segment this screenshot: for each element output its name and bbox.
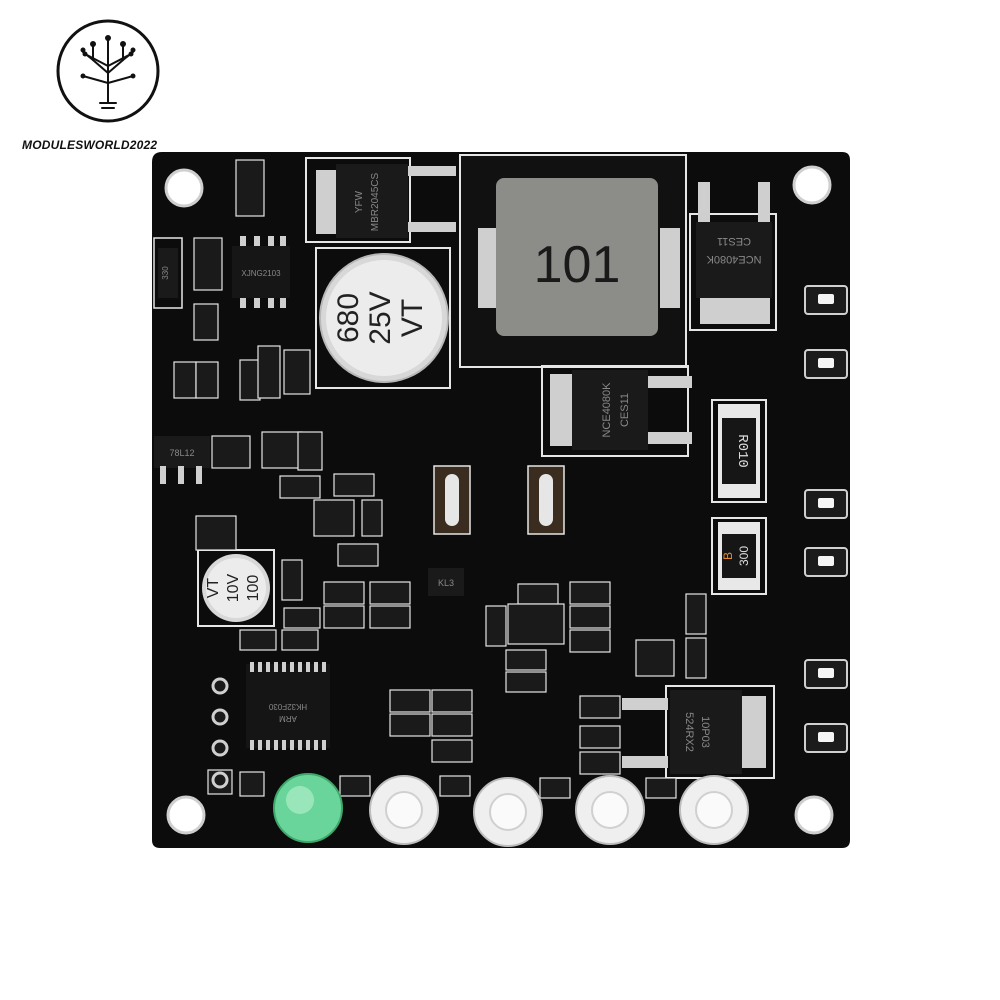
mosfet-mid-marking: NCE4080K xyxy=(601,382,613,438)
mosfet-top-marking-2: CES11 xyxy=(717,235,751,247)
led-indicators xyxy=(273,773,749,847)
cap-100-line3: VT xyxy=(205,578,222,599)
header-pins xyxy=(211,677,229,789)
board-slots xyxy=(433,465,565,535)
diode-marking: MBR2045CS xyxy=(370,172,381,231)
resistor-300: B 300 xyxy=(711,517,767,595)
small-chip: KL3 xyxy=(428,568,464,596)
regulator-marking: 78L12 xyxy=(169,448,194,458)
inductor: 101 xyxy=(459,154,687,368)
resistor-330-marking: 330 xyxy=(161,266,170,280)
ic-small: XJNG2103 xyxy=(232,236,290,308)
resistor-330: 330 xyxy=(153,237,183,309)
cap-680-line3: VT xyxy=(396,299,429,337)
capacitor-100uf: 100 10V VT xyxy=(197,549,275,627)
mounting-holes xyxy=(164,165,834,835)
mosfet-top: NCE4080K CES11 xyxy=(689,182,777,331)
shunt-resistor-marking: R010 xyxy=(734,434,750,468)
shunt-resistor: R010 xyxy=(711,399,767,503)
mosfet-top-marking: NCE4080K xyxy=(706,253,762,265)
bottom-transistor-marking-2: 524RX2 xyxy=(683,712,695,752)
resistor-300-marking: 300 xyxy=(737,546,751,566)
mosfet-mid-marking-2: CES11 xyxy=(619,393,631,427)
mosfet-middle: NCE4080K CES11 xyxy=(541,365,692,457)
bottom-transistor: 10P03 524RX2 xyxy=(622,685,775,779)
edge-pads xyxy=(804,285,848,753)
diode-marking-2: YFW xyxy=(354,190,365,213)
cap-680-line2: 25V xyxy=(364,291,397,344)
brand-watermark-text: MODULESWORLD2022 xyxy=(22,138,158,152)
small-chip-marking: KL3 xyxy=(438,578,454,588)
controller-ic-marking: HK32F030 xyxy=(268,702,307,711)
schottky-diode: MBR2045CS YFW xyxy=(305,157,456,243)
controller-ic: HK32F030 ARM xyxy=(246,662,330,750)
regulator-78l12: 78L12 xyxy=(154,436,210,484)
bottom-transistor-marking: 10P03 xyxy=(699,716,711,748)
ic-small-marking: XJNG2103 xyxy=(241,269,281,278)
cap-100-line2: 10V xyxy=(225,573,242,602)
smd-components xyxy=(173,159,707,799)
inductor-marking: 101 xyxy=(534,236,621,294)
cap-680-line1: 680 xyxy=(332,293,365,343)
controller-ic-marking-2: ARM xyxy=(279,714,297,723)
capacitor-680uf: 680 25V VT xyxy=(315,247,451,389)
resistor-300-prefix: B xyxy=(721,552,735,560)
cap-100-line1: 100 xyxy=(245,575,262,602)
brand-logo xyxy=(56,19,160,123)
